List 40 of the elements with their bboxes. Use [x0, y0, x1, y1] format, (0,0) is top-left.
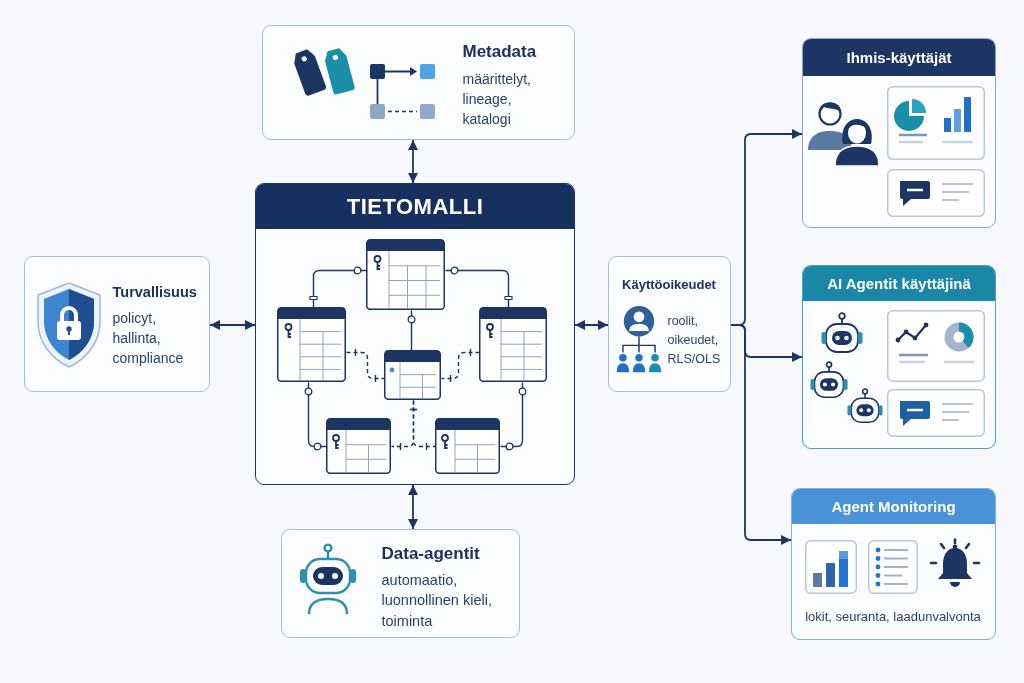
double-arrow — [408, 139, 418, 184]
entity-table — [277, 307, 346, 382]
entity-table — [366, 239, 445, 310]
title-text: Metadata — [462, 41, 537, 62]
entity-table — [435, 418, 500, 474]
title-text: Käyttöoikeudet — [621, 275, 717, 294]
body-text: lokit, seuranta, laadunvalvonta — [804, 607, 982, 626]
header-panel — [802, 38, 996, 228]
relationship-line — [309, 266, 368, 309]
body-text: policyt, hallinta, compliance — [112, 308, 184, 368]
header-panel — [255, 183, 575, 485]
info-card — [262, 25, 575, 140]
panel-header: AI Agentit käyttäjinä — [803, 266, 995, 301]
panel-header: Ihmis-käyttäjät — [803, 39, 995, 76]
entity-table — [326, 418, 391, 474]
info-card — [281, 529, 520, 638]
relationship-line — [444, 266, 513, 309]
title-text: Data-agentit — [381, 543, 481, 564]
double-arrow — [209, 320, 256, 330]
body-text: määrittelyt, lineage, katalogi — [462, 69, 531, 129]
title-text: Turvallisuus — [112, 282, 197, 302]
entity-table — [384, 350, 441, 400]
relationship-line — [407, 309, 416, 352]
entity-table — [479, 307, 547, 382]
header-panel — [802, 265, 996, 449]
body-text: roolit, oikeudet, RLS/OLS — [667, 312, 721, 368]
relationship-line — [409, 399, 437, 451]
info-card — [608, 256, 731, 392]
relationship-line — [440, 348, 481, 383]
double-arrow — [574, 320, 609, 330]
relationship-line — [499, 381, 527, 451]
info-card — [24, 256, 210, 392]
relationship-line — [304, 381, 328, 451]
panel-header: TIETOMALLI — [256, 184, 574, 229]
relationship-line — [345, 348, 386, 383]
double-arrow — [408, 484, 418, 530]
panel-header: Agent Monitoring — [792, 489, 995, 524]
arrow — [730, 324, 792, 545]
body-text: automaatio, luonnollinen kieli, toiminta — [381, 570, 493, 631]
header-panel — [791, 488, 996, 640]
